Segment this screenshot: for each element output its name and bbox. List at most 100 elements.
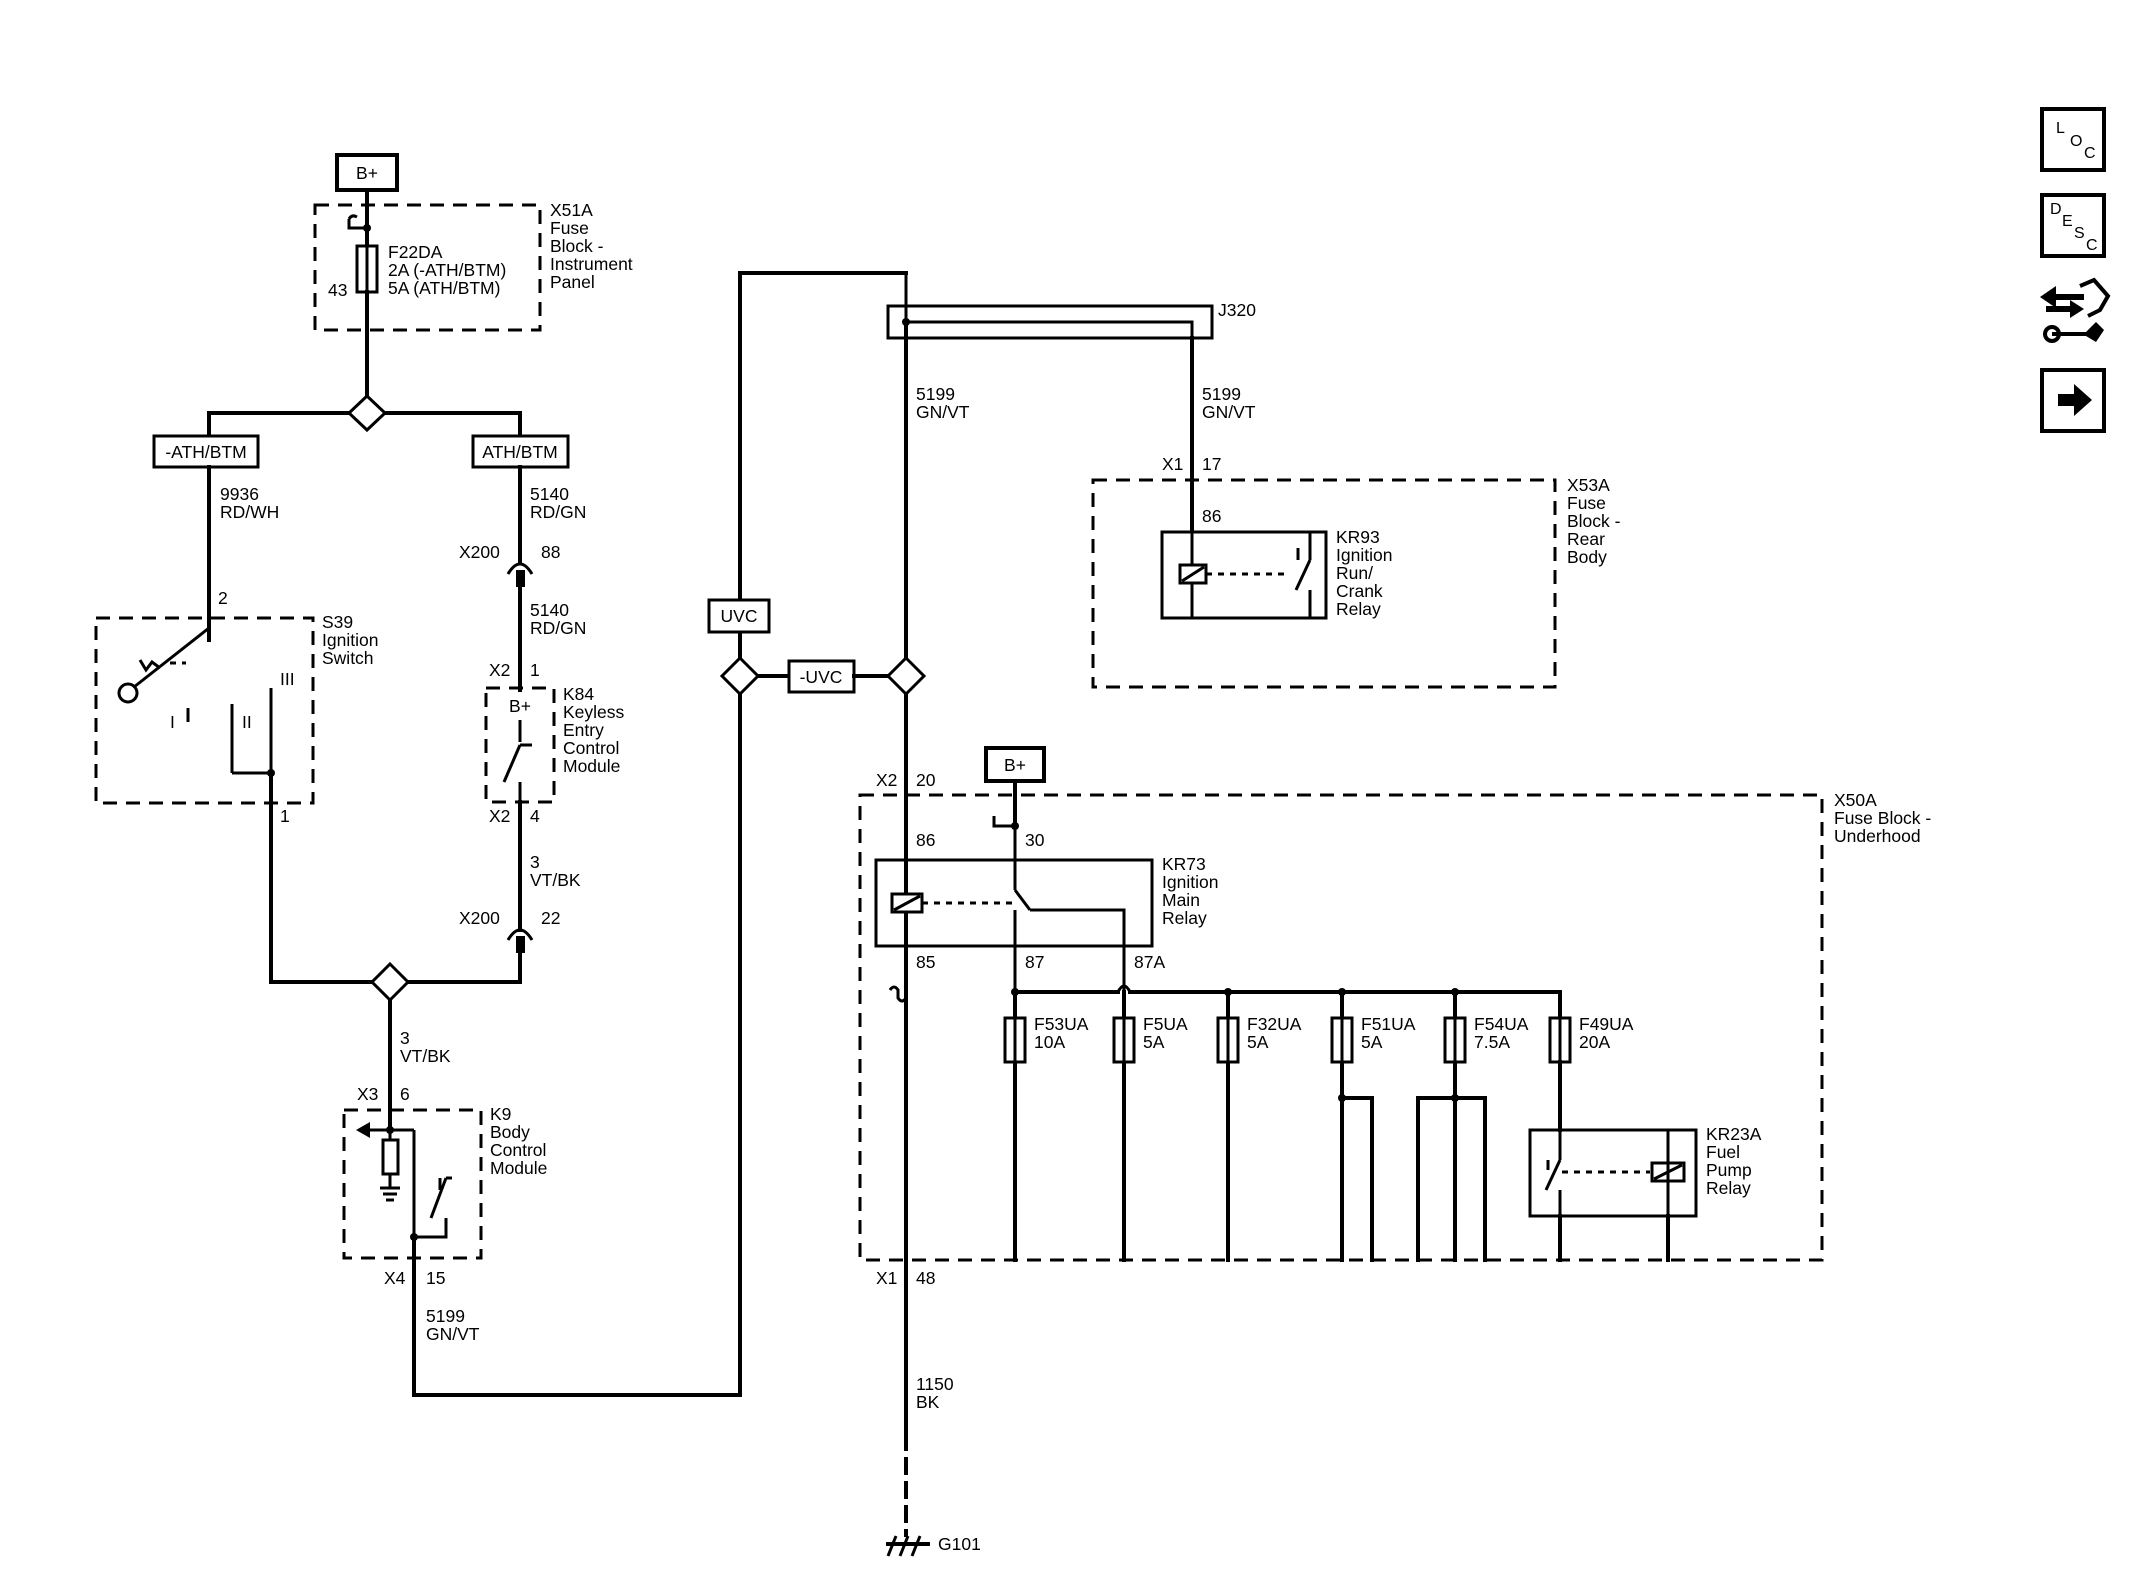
j320-label: J320	[1218, 300, 1256, 320]
svg-text:GN/VT: GN/VT	[426, 1324, 480, 1344]
svg-text:9936: 9936	[220, 484, 259, 504]
svg-text:Crank: Crank	[1336, 581, 1383, 601]
wire-5140-b-label: 5140 RD/GN	[530, 600, 586, 638]
svg-text:5A: 5A	[1143, 1032, 1165, 1052]
svg-text:Ignition: Ignition	[1162, 872, 1218, 892]
svg-text:Ignition: Ignition	[322, 630, 378, 650]
loc-button[interactable]: L O C	[2040, 107, 2106, 172]
relay-kr93-outline	[1160, 530, 1328, 620]
pin-1-k84-label: 1	[530, 660, 540, 680]
svg-text:B+: B+	[1004, 755, 1026, 775]
svg-text:Relay: Relay	[1162, 908, 1207, 928]
next-arrow-button[interactable]	[2040, 368, 2106, 433]
x1-pin48-label: X1	[876, 1268, 897, 1288]
connector-mark-85-icon	[888, 985, 908, 1003]
svg-text:Control: Control	[490, 1140, 546, 1160]
x200-88-label: X200	[459, 542, 500, 562]
pin-22-label: 22	[541, 908, 560, 928]
relay-kr73-coil-icon	[890, 826, 1126, 992]
ground-g101-label: G101	[938, 1534, 981, 1554]
option-ath-btm-negative: -ATH/BTM	[152, 434, 260, 469]
fuse-f51ua: F51UA 5A	[1330, 990, 1416, 1262]
svg-text:X50A: X50A	[1834, 790, 1877, 810]
svg-text:3: 3	[400, 1028, 410, 1048]
svg-text:5199: 5199	[916, 384, 955, 404]
svg-text:3: 3	[530, 852, 540, 872]
relay-kr73-label: KR73 Ignition Main Relay	[1162, 854, 1218, 928]
pin-20-label: 20	[916, 770, 936, 790]
svg-text:5A (ATH/BTM): 5A (ATH/BTM)	[388, 278, 500, 298]
k84-switch-icon	[502, 720, 532, 802]
svg-text:ATH/BTM: ATH/BTM	[482, 442, 558, 462]
connector-hook-icon	[347, 219, 367, 230]
svg-text:5199: 5199	[426, 1306, 465, 1326]
svg-text:RD/WH: RD/WH	[220, 502, 279, 522]
pin-48-label: 48	[916, 1268, 935, 1288]
svg-text:KR73: KR73	[1162, 854, 1206, 874]
svg-text:GN/VT: GN/VT	[916, 402, 970, 422]
relay-kr93-coil-icon	[1178, 530, 1312, 618]
svg-text:RD/GN: RD/GN	[530, 502, 586, 522]
svg-text:Rear: Rear	[1567, 529, 1605, 549]
wire-5199-b-label: 5199 GN/VT	[1202, 384, 1256, 422]
connector-swap-tool-icon[interactable]	[2040, 277, 2111, 343]
svg-text:K9: K9	[490, 1104, 511, 1124]
pin-86-kr93-label: 86	[1202, 506, 1221, 526]
fuse-block-x53a-label: X53A Fuse Block - Rear Body	[1567, 475, 1621, 567]
option-ath-btm: ATH/BTM	[471, 434, 570, 469]
svg-text:C: C	[2086, 237, 2098, 254]
fuse-block-x51a-outline	[313, 203, 542, 332]
svg-text:Main: Main	[1162, 890, 1200, 910]
svg-text:F32UA: F32UA	[1247, 1014, 1302, 1034]
svg-text:S: S	[2074, 225, 2085, 242]
splice-diamond-lower	[369, 961, 411, 1003]
fuse-block-x53a-outline	[1091, 478, 1557, 689]
svg-text:KR93: KR93	[1336, 527, 1380, 547]
svg-text:Keyless: Keyless	[563, 702, 625, 722]
ground-g101-icon	[886, 1535, 930, 1557]
svg-text:Panel: Panel	[550, 272, 595, 292]
svg-text:F51UA: F51UA	[1361, 1014, 1416, 1034]
svg-text:E: E	[2062, 213, 2073, 230]
desc-button[interactable]: D E S C	[2040, 193, 2106, 258]
wire-5140-a-label: 5140 RD/GN	[530, 484, 586, 522]
pin-17-label: 17	[1202, 454, 1221, 474]
ignition-key-switch-icon	[117, 626, 210, 704]
option-uvc-negative: -UVC	[787, 659, 856, 694]
pin-87-label: 87	[1025, 952, 1044, 972]
svg-text:BK: BK	[916, 1392, 940, 1412]
svg-text:Module: Module	[490, 1158, 547, 1178]
fuse-f5ua: F5UA 5A	[1112, 990, 1188, 1262]
svg-text:Fuel: Fuel	[1706, 1142, 1740, 1162]
battery-positive-terminal-mid: B+	[984, 746, 1046, 783]
svg-text:5199: 5199	[1202, 384, 1241, 404]
svg-text:2A (-ATH/BTM): 2A (-ATH/BTM)	[388, 260, 506, 280]
uvc-split-diamond-left	[719, 655, 761, 697]
fuse-block-x50a-label: X50A Fuse Block - Underhood	[1834, 790, 1931, 846]
wire-5199-c-label: 5199 GN/VT	[426, 1306, 480, 1344]
wire-9936-label: 9936 RD/WH	[220, 484, 279, 522]
svg-text:Entry: Entry	[563, 720, 604, 740]
svg-text:Fuse: Fuse	[1567, 493, 1606, 513]
svg-text:5140: 5140	[530, 484, 569, 504]
svg-text:Fuse Block -: Fuse Block -	[1834, 808, 1931, 828]
svg-text:Module: Module	[563, 756, 620, 776]
svg-text:F49UA: F49UA	[1579, 1014, 1634, 1034]
svg-text:Fuse: Fuse	[550, 218, 589, 238]
svg-text:-UVC: -UVC	[800, 667, 843, 687]
switch-pos-i: I	[170, 712, 175, 732]
fuse-f49ua: F49UA 20A	[1548, 990, 1634, 1132]
svg-text:Relay: Relay	[1706, 1178, 1751, 1198]
fuse-block-x51a-label: X51A Fuse Block - Instrument Panel	[550, 200, 633, 292]
inline-connector-x200-22-icon	[506, 928, 534, 941]
svg-text:L: L	[2056, 120, 2065, 137]
svg-text:Run/: Run/	[1336, 563, 1373, 583]
svg-text:Block -: Block -	[1567, 511, 1621, 531]
svg-text:X51A: X51A	[550, 200, 593, 220]
svg-text:K84: K84	[563, 684, 594, 704]
option-split-diamond	[346, 393, 388, 433]
svg-text:X53A: X53A	[1567, 475, 1610, 495]
relay-kr23a-label: KR23A Fuel Pump Relay	[1706, 1124, 1762, 1198]
pin-86-kr73-label: 86	[916, 830, 935, 850]
